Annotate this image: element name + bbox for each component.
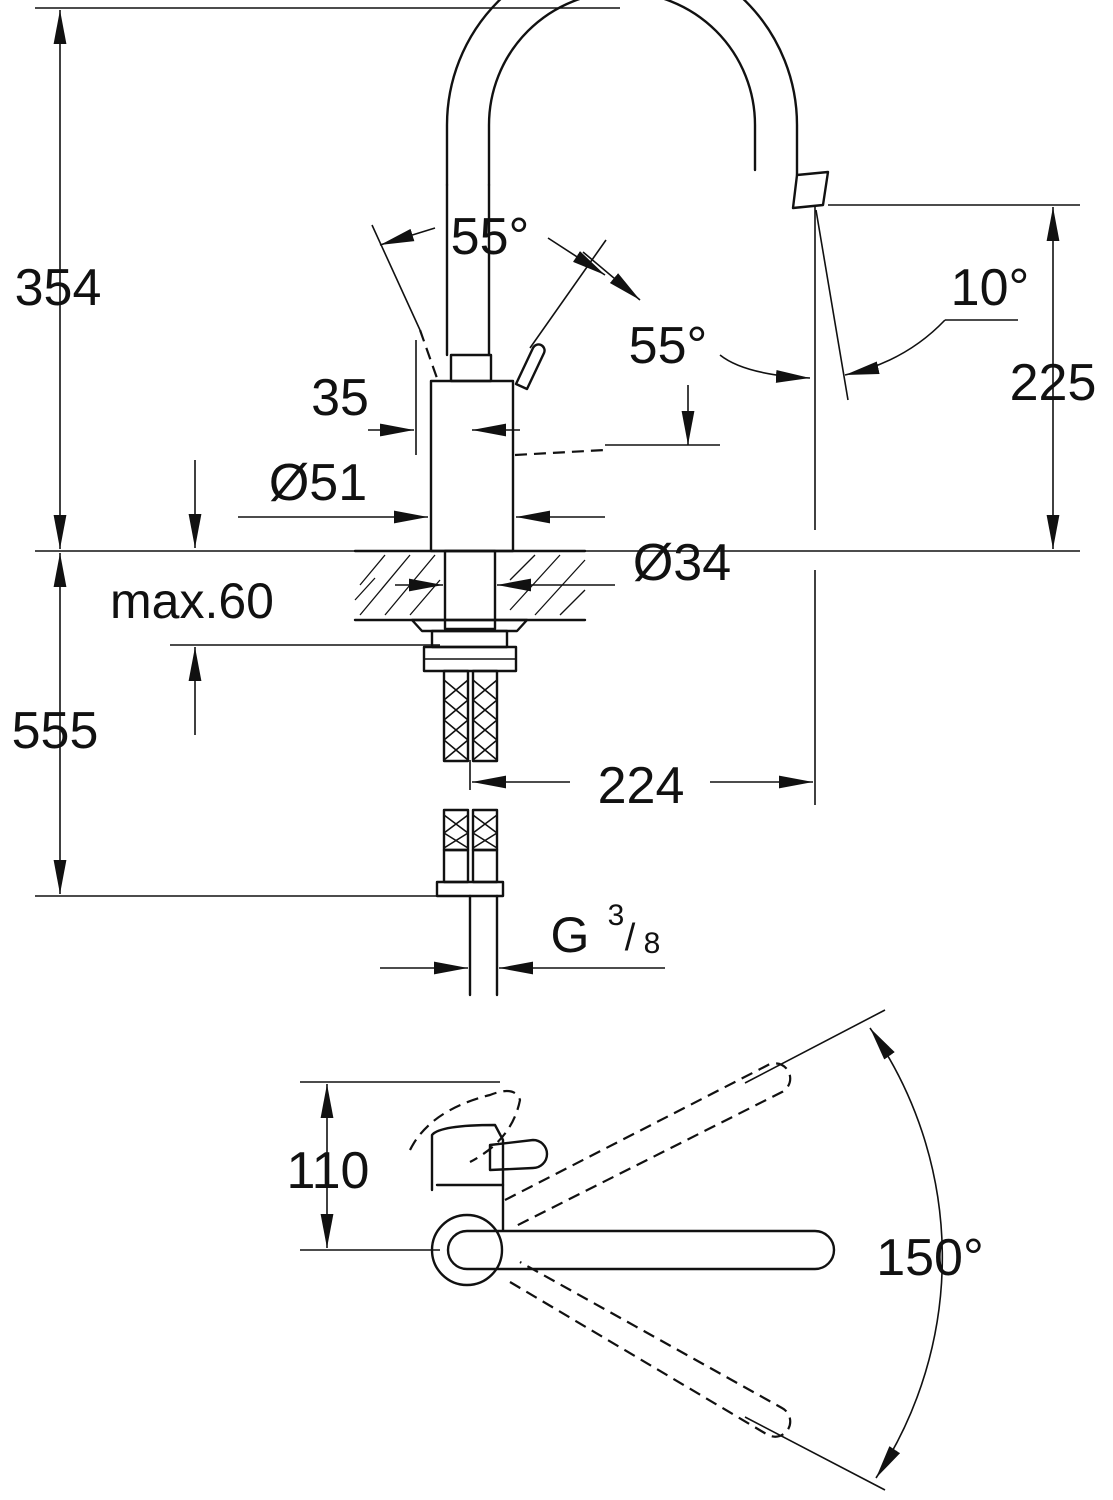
total-height-label: 354	[15, 259, 102, 317]
thread-label-numerator: 3	[608, 899, 625, 932]
top-lever-knob	[488, 1138, 549, 1172]
swivel-arc	[869, 1027, 944, 1479]
lever-left-position	[418, 329, 440, 382]
swivel-angle-label: 150°	[876, 1229, 984, 1287]
max-countertop-label: max.60	[110, 573, 274, 629]
top-lever-alt-position	[409, 1089, 522, 1163]
spout-swivel-upper	[504, 1062, 792, 1229]
lever-offset-label: 35	[311, 369, 369, 427]
spout-swivel-lower	[509, 1261, 792, 1438]
faucet-side-view: 354 555 225 55° 55° 10° 35 Ø51	[12, 0, 1097, 997]
spout-outer	[445, 0, 799, 187]
hose-length-label: 555	[12, 702, 99, 760]
shank-diameter-label: Ø34	[633, 534, 731, 592]
spout-collar	[449, 353, 493, 383]
spout-reach-label: 224	[598, 757, 685, 815]
top-spout-base	[430, 1213, 504, 1287]
thread-fraction-slash: /	[625, 917, 636, 959]
thread-label-denominator: 8	[644, 927, 661, 960]
body-diameter-label: Ø51	[269, 454, 367, 512]
thread-label-main: G	[551, 907, 590, 963]
spout-height-label: 225	[1010, 354, 1097, 412]
top-spout-arm	[446, 1229, 836, 1271]
spout-outlet	[791, 170, 830, 210]
lever-front-position	[514, 448, 606, 457]
lever-angle-left-label: 55°	[451, 208, 530, 266]
mounting-plate	[410, 618, 529, 633]
shank	[443, 549, 497, 631]
lever-angle-front-label: 55°	[629, 317, 708, 375]
lever-angle-right-arrow	[547, 237, 606, 276]
spout-tilt-line	[815, 209, 849, 401]
mounting-nut	[430, 629, 509, 649]
spout-inner	[487, 0, 757, 187]
faucet-top-view: 110 150°	[287, 1009, 984, 1491]
handle-clearance-label: 110	[287, 1142, 370, 1200]
spout-tilt-label: 10°	[951, 259, 1030, 317]
lever-angle-left-arrow	[379, 227, 436, 246]
supply-hoses	[435, 669, 505, 997]
faucet-body	[429, 379, 515, 553]
lever	[514, 343, 546, 391]
top-body-outline	[430, 1123, 505, 1232]
